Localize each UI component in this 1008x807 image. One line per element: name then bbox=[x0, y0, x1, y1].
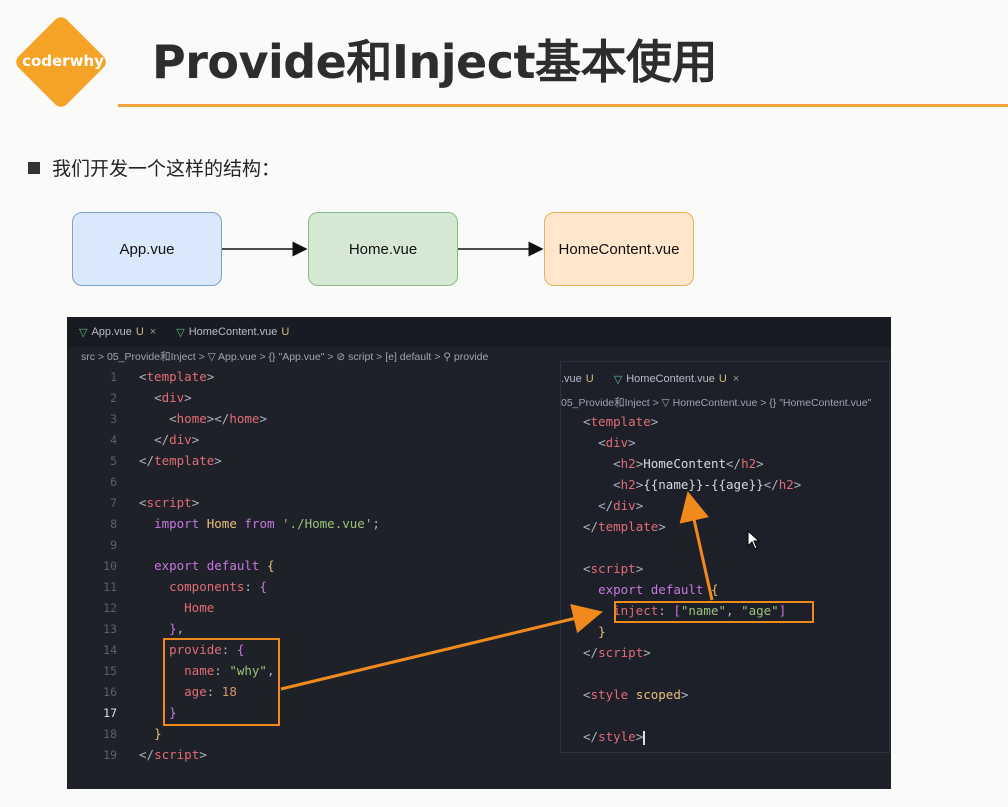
box-homecontent-vue: HomeContent.vue bbox=[544, 212, 694, 286]
line-number: 14 bbox=[103, 643, 117, 657]
close-icon[interactable]: × bbox=[732, 373, 740, 385]
line-number: 4 bbox=[110, 433, 117, 447]
code-line: }, bbox=[169, 621, 185, 636]
line-number: 1 bbox=[110, 370, 117, 384]
inject-to-template-arrow bbox=[679, 491, 714, 601]
bullet-item: 我们开发一个这样的结构： bbox=[28, 154, 280, 181]
tab-modified-badge: U bbox=[281, 326, 290, 338]
tab-label: .vue bbox=[561, 373, 582, 385]
code-line: </style> bbox=[583, 729, 646, 745]
title-underline bbox=[118, 104, 1008, 107]
code-line: <div> bbox=[154, 390, 192, 405]
line-number: 7 bbox=[110, 496, 117, 510]
code-line: <script> bbox=[139, 495, 200, 510]
tab-homecontent-vue[interactable]: ▽ HomeContent.vue U × bbox=[614, 373, 740, 386]
vue-icon: ▽ bbox=[613, 373, 623, 386]
code-line: name: "why", bbox=[184, 663, 275, 678]
breadcrumb[interactable]: src > 05_Provide和Inject > ▽ App.vue > {}… bbox=[81, 351, 489, 363]
code-line: <style scoped> bbox=[583, 687, 689, 702]
line-number: 5 bbox=[110, 454, 117, 468]
code-line: components: { bbox=[169, 579, 267, 594]
line-number: 18 bbox=[103, 727, 117, 741]
tab-label: HomeContent.vue bbox=[626, 373, 715, 385]
code-line: inject: ["name", "age"] bbox=[613, 603, 787, 618]
bullet-square-icon bbox=[28, 161, 40, 174]
diagram-arrows bbox=[222, 241, 544, 257]
slide-title: Provide和Inject基本使用 bbox=[152, 35, 717, 89]
mouse-pointer-icon bbox=[747, 530, 761, 550]
right-editor-tabs: .vue U ▽ HomeContent.vue U × bbox=[561, 368, 759, 390]
editor-tabs: ▽ App.vue U × ▽ HomeContent.vue U bbox=[67, 317, 891, 347]
code-line: </div> bbox=[154, 432, 200, 447]
provide-to-inject-arrow bbox=[280, 604, 603, 691]
inject-highlight-box bbox=[614, 601, 814, 623]
line-number: 10 bbox=[103, 559, 117, 573]
box-home-vue: Home.vue bbox=[308, 212, 458, 286]
code-line: <h2>{{name}}-{{age}}</h2> bbox=[613, 477, 802, 492]
line-number: 15 bbox=[103, 664, 117, 678]
bullet-text: 我们开发一个这样的结构： bbox=[52, 158, 281, 180]
line-number: 2 bbox=[110, 391, 117, 405]
homecontent-editor-panel: .vue U ▽ HomeContent.vue U × 05_Provide和… bbox=[560, 361, 890, 753]
line-number: 16 bbox=[103, 685, 117, 699]
tab-modified-badge: U bbox=[718, 373, 727, 385]
tab-modified-badge: U bbox=[135, 326, 144, 338]
tab-label: HomeContent.vue bbox=[188, 326, 278, 338]
code-line: <home></home> bbox=[169, 411, 267, 426]
text-cursor bbox=[643, 730, 646, 745]
code-line: </template> bbox=[583, 519, 666, 534]
code-editor: ▽ App.vue U × ▽ HomeContent.vue U src > … bbox=[67, 317, 891, 789]
line-number: 13 bbox=[103, 622, 117, 636]
coderwhy-logo: coderwhy bbox=[12, 13, 111, 112]
logo-text: coderwhy bbox=[22, 52, 104, 70]
code-line: </script> bbox=[583, 645, 651, 660]
tab-modified-badge: U bbox=[585, 373, 594, 385]
close-icon[interactable]: × bbox=[149, 326, 157, 338]
line-number: 9 bbox=[110, 538, 117, 552]
code-line: provide: { bbox=[169, 642, 245, 657]
line-number: 12 bbox=[103, 601, 117, 615]
code-line: <script> bbox=[583, 561, 644, 576]
tab-partial-vue[interactable]: .vue U bbox=[561, 373, 594, 385]
vue-icon: ▽ bbox=[79, 326, 88, 339]
code-line: export default { bbox=[154, 558, 275, 573]
line-number: 19 bbox=[103, 748, 117, 762]
line-number: 3 bbox=[110, 412, 117, 426]
code-line: } bbox=[154, 726, 162, 741]
provide-highlight-box bbox=[163, 638, 280, 726]
code-line: <div> bbox=[598, 435, 636, 450]
code-line: <h2>HomeContent</h2> bbox=[613, 456, 764, 471]
component-diagram: App.vue Home.vue HomeContent.vue bbox=[60, 200, 700, 300]
line-number: 8 bbox=[110, 517, 117, 531]
code-line: export default { bbox=[598, 582, 719, 597]
line-number: 6 bbox=[110, 475, 117, 489]
breadcrumb[interactable]: 05_Provide和Inject > ▽ HomeContent.vue > … bbox=[561, 397, 872, 409]
annotation-arrows bbox=[280, 491, 714, 691]
code-line: </div> bbox=[598, 498, 644, 513]
code-line: </script> bbox=[139, 747, 207, 762]
tab-app-vue[interactable]: ▽ App.vue U × bbox=[79, 326, 156, 339]
code-line: import Home from './Home.vue'; bbox=[154, 516, 380, 531]
line-number: 17 bbox=[103, 706, 117, 720]
tab-label: App.vue bbox=[91, 326, 132, 338]
code-line: <template> bbox=[139, 369, 215, 384]
vue-icon: ▽ bbox=[176, 326, 185, 339]
box-app-vue: App.vue bbox=[72, 212, 222, 286]
code-line: age: 18 bbox=[184, 684, 237, 699]
code-line: </template> bbox=[139, 453, 222, 468]
line-number: 11 bbox=[103, 580, 117, 594]
tab-homecontent-vue[interactable]: ▽ HomeContent.vue U bbox=[176, 326, 289, 339]
code-line: } bbox=[169, 705, 177, 720]
code-line: <template> bbox=[583, 414, 659, 429]
code-line: Home bbox=[184, 600, 215, 615]
